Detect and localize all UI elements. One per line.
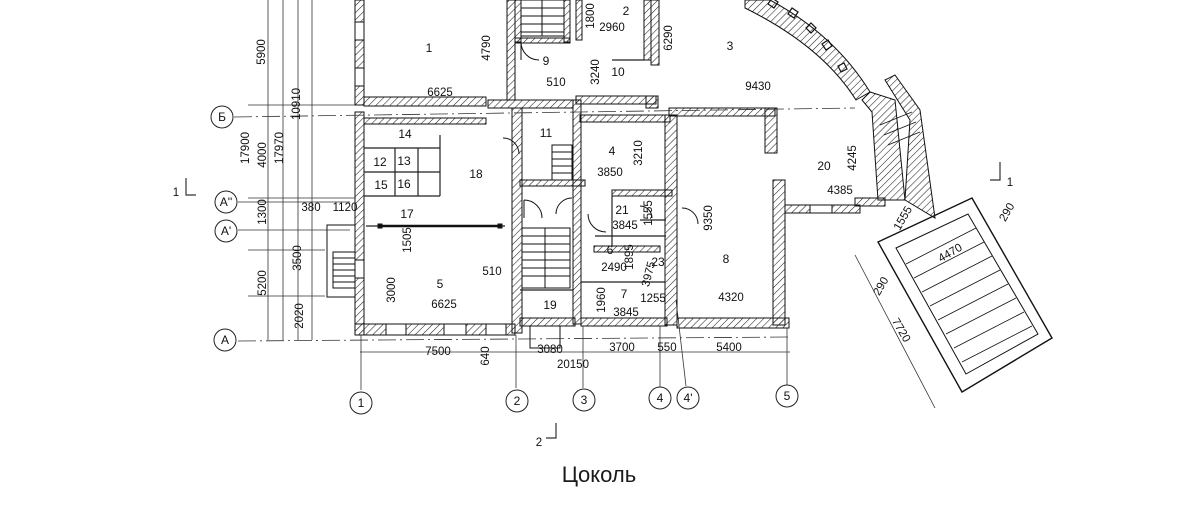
room-10: 10 (611, 65, 625, 79)
dim-550: 550 (657, 342, 676, 354)
room-19: 19 (543, 298, 557, 312)
dim-6290: 6290 (663, 25, 675, 51)
dim-1555-interior: 1555 (643, 200, 655, 226)
dim-380: 380 (301, 202, 320, 214)
dim-20150: 20150 (557, 359, 589, 371)
dimensions-horizontal: 6625 6625 2960 510 9430 3850 4385 3845 2… (301, 22, 852, 371)
axis-label-4-prime: 4' (684, 391, 693, 405)
stairs (326, 0, 1053, 393)
room-1: 1 (426, 41, 433, 55)
section-mark-1-right: 1 (1007, 177, 1013, 189)
dim-4385: 4385 (827, 185, 853, 197)
room-21: 21 (615, 203, 629, 217)
dim-4320: 4320 (718, 292, 744, 304)
dim-4790: 4790 (481, 35, 493, 61)
room-16: 16 (397, 177, 411, 191)
dim-17970: 17970 (274, 132, 286, 164)
room-13: 13 (397, 154, 411, 168)
dim-640: 640 (480, 346, 492, 365)
room-14: 14 (398, 127, 412, 141)
axis-label-5: 5 (784, 389, 791, 403)
room-20: 20 (817, 159, 831, 173)
room-numbers: 1 2 3 4 5 6 7 8 9 10 11 12 13 14 15 16 1… (373, 4, 831, 312)
axis-label-a-double-prime: А'' (220, 195, 233, 209)
dim-510-top: 510 (546, 77, 565, 89)
dim-6625-bottom: 6625 (431, 299, 457, 311)
room-17: 17 (400, 207, 414, 221)
room-11: 11 (540, 126, 553, 140)
dim-3210: 3210 (633, 140, 645, 166)
axis-labels: Б А'' А' А 1 2 3 4 4' 5 (218, 110, 791, 410)
dim-3000: 3000 (386, 277, 398, 303)
dim-4470: 4470 (936, 242, 964, 265)
room-6: 6 (607, 243, 614, 257)
axis-label-3: 3 (581, 393, 588, 407)
dim-3850: 3850 (597, 167, 623, 179)
dim-7500: 7500 (425, 346, 451, 358)
dim-5200: 5200 (257, 270, 269, 296)
room-12: 12 (373, 155, 387, 169)
dim-510-bottom: 510 (482, 266, 501, 278)
section-mark-2: 2 (536, 437, 542, 449)
dim-5900: 5900 (256, 39, 268, 65)
room-2: 2 (623, 4, 630, 18)
dim-3080: 3080 (537, 344, 563, 356)
dim-1800: 1800 (585, 3, 597, 29)
dim-4245: 4245 (847, 145, 859, 171)
grid-axes (185, 0, 1001, 439)
dim-3845-top: 3845 (612, 220, 638, 232)
dim-1555-tower: 1555 (892, 204, 915, 232)
dim-290-top: 290 (997, 201, 1017, 224)
dim-1120: 1120 (333, 202, 358, 214)
room-5: 5 (437, 277, 444, 291)
dim-1300: 1300 (257, 199, 269, 225)
room-15: 15 (374, 178, 388, 192)
section-mark-1-left: 1 (173, 187, 179, 199)
section-marks: 1 1 2 (173, 177, 1013, 449)
dim-2490: 2490 (601, 262, 627, 274)
dim-5400: 5400 (716, 342, 742, 354)
room-3: 3 (727, 39, 734, 53)
room-18: 18 (469, 167, 483, 181)
doors (502, 41, 699, 233)
dim-1505: 1505 (402, 227, 414, 253)
curved-wall-windows (767, 0, 848, 73)
axis-label-2: 2 (514, 394, 521, 408)
dim-3700: 3700 (609, 342, 635, 354)
plan-caption: Цоколь (561, 462, 637, 487)
dim-290-left: 290 (871, 275, 891, 298)
room-7: 7 (621, 287, 628, 301)
dim-1895: 1895 (624, 244, 636, 270)
dim-2020: 2020 (294, 303, 306, 329)
dim-9430: 9430 (745, 81, 771, 93)
walls (354, 0, 936, 336)
axis-label-1: 1 (358, 396, 365, 410)
dim-10910: 10910 (291, 88, 303, 120)
axis-label-a-prime: А' (221, 224, 231, 238)
dim-6625-top: 6625 (427, 87, 453, 99)
dim-3845-bottom: 3845 (613, 307, 639, 319)
dim-1255: 1255 (640, 293, 666, 305)
room-23: 23 (651, 255, 665, 269)
room-4: 4 (609, 144, 616, 158)
axis-label-a: А (221, 333, 229, 347)
windows (354, 21, 833, 336)
dim-3975: 3975 (640, 260, 658, 288)
axis-bubbles (210, 105, 799, 415)
dim-3500: 3500 (292, 245, 304, 271)
axis-label-4: 4 (657, 391, 664, 405)
dim-3240: 3240 (590, 59, 602, 85)
axis-label-b: Б (218, 110, 226, 124)
misc (377, 223, 561, 349)
dim-2960: 2960 (599, 22, 625, 34)
dim-1960: 1960 (596, 287, 608, 313)
dim-17900: 17900 (240, 132, 252, 164)
room-9: 9 (543, 54, 550, 68)
room-8: 8 (723, 252, 730, 266)
dim-7720: 7720 (889, 316, 912, 344)
dim-9350: 9350 (703, 205, 715, 231)
dim-4000: 4000 (257, 142, 269, 168)
